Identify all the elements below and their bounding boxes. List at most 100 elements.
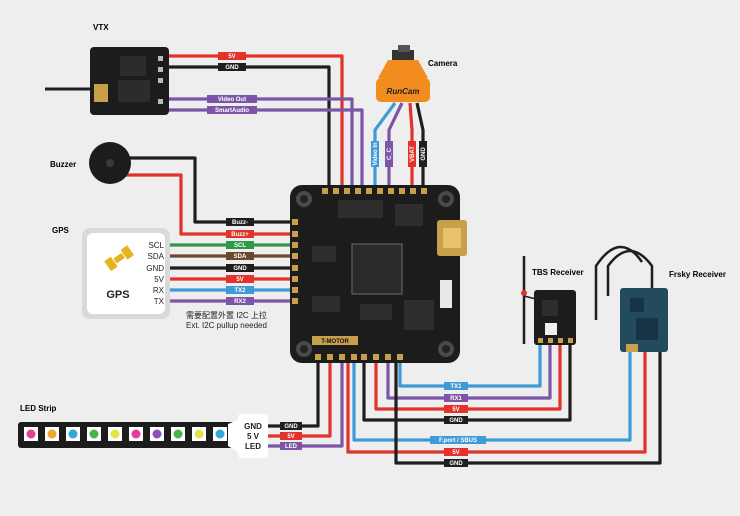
tag-frsky-5v: 5V	[444, 448, 468, 456]
baro-chip	[395, 204, 423, 226]
led-light	[173, 429, 183, 439]
svg-text:GND: GND	[233, 266, 247, 272]
svg-text:5V: 5V	[287, 434, 294, 440]
wire-buzz-pos	[118, 173, 290, 236]
fc-brand: T-MOTOR	[321, 339, 349, 345]
tag-buzz-pos: Buzz+	[226, 230, 254, 238]
svg-text:Buzz+: Buzz+	[231, 232, 249, 238]
wire-tbs-tx1	[398, 345, 542, 388]
buzzer-module	[89, 142, 131, 184]
svg-text:SCL: SCL	[234, 243, 246, 249]
tag-scl: SCL	[226, 241, 254, 249]
tag-cam-vbat: VBAT	[408, 141, 416, 167]
svg-text:VBAT: VBAT	[410, 146, 416, 162]
tag-buzz-neg: Buzz-	[226, 218, 254, 226]
gps-pin-gnd: GND	[146, 264, 164, 273]
tag-vtx-gnd: GND	[218, 63, 246, 71]
gps-label: GPS	[52, 226, 70, 235]
tag-tbs-gnd: GND	[444, 416, 468, 424]
wire-frsky-5v	[346, 352, 647, 454]
led-strip: GND 5 V LED	[18, 414, 268, 458]
usb-port	[437, 220, 467, 256]
led-light	[47, 429, 57, 439]
led-light	[152, 429, 162, 439]
buzzer-label: Buzzer	[50, 160, 76, 169]
satellite-icon	[104, 245, 135, 272]
svg-text:5V: 5V	[236, 277, 243, 283]
gps-module: GPS SCL SDA GND 5V RX TX	[82, 228, 170, 319]
gps-pin-tx: TX	[154, 297, 165, 306]
gps-pin-scl: SCL	[148, 241, 164, 250]
led-light	[131, 429, 141, 439]
wire-tbs-rx1	[386, 345, 552, 400]
tag-cam-video: Video In	[371, 141, 379, 167]
osd-chip	[338, 200, 383, 218]
led-light	[194, 429, 204, 439]
fc-top-pads	[322, 188, 427, 194]
svg-text:GND: GND	[449, 418, 463, 424]
gps-note-en: Ext. I2C pullup needed	[186, 321, 267, 330]
tag-rx2: RX2	[226, 297, 254, 305]
tag-vtx-smartaudio: SmartAudio	[207, 106, 257, 114]
gps-pin-rx: RX	[153, 286, 165, 295]
gps-note-zh: 需要配置外置 I2C 上拉	[186, 310, 267, 320]
frsky-receiver-module	[594, 245, 668, 352]
fc-side-pads	[292, 219, 298, 304]
svg-text:TX1: TX1	[450, 384, 462, 390]
svg-text:Video In: Video In	[373, 142, 379, 166]
wire-buzz-neg	[118, 156, 290, 224]
led-light	[68, 429, 78, 439]
gps-logo: GPS	[106, 289, 129, 301]
tag-gnd: GND	[226, 264, 254, 272]
fc-brand-plate	[312, 336, 358, 345]
wire-tags: 5V GND Video Out SmartAudio Video In C_C…	[207, 52, 486, 467]
led-pin-5v: 5 V	[247, 432, 260, 441]
tag-cam-cc: C_C	[385, 141, 393, 167]
frsky-antenna	[606, 249, 654, 296]
tag-frsky-sbus: F.port / SBUS	[430, 436, 486, 444]
connector-socket	[440, 280, 452, 308]
fc-bottom-pads	[315, 354, 403, 360]
vtx-module	[45, 47, 169, 115]
wire-vtx-smartaudio	[168, 108, 364, 185]
led-strip-label: LED Strip	[20, 404, 57, 413]
svg-text:RX2: RX2	[234, 299, 246, 305]
tag-vtx-5v: 5V	[218, 52, 246, 60]
tbs-receiver-module	[521, 256, 576, 345]
led-light	[215, 429, 225, 439]
svg-text:RX1: RX1	[450, 396, 462, 402]
svg-text:5V: 5V	[452, 450, 459, 456]
camera-module: RunCam	[376, 45, 430, 102]
svg-text:Buzz-: Buzz-	[232, 220, 248, 226]
tag-tbs-5v: 5V	[444, 405, 468, 413]
tag-led-data: LED	[280, 442, 302, 450]
led-light	[26, 429, 36, 439]
led-light	[110, 429, 120, 439]
camera-label: Camera	[428, 59, 458, 68]
vtx-connector	[94, 84, 108, 102]
mcu-chip	[351, 243, 403, 295]
svg-text:GND: GND	[225, 65, 239, 71]
tag-cam-gnd: GND	[419, 141, 427, 167]
gps-pin-5v: 5V	[154, 275, 164, 284]
tag-led-5v: 5V	[280, 432, 302, 440]
vtx-label: VTX	[93, 23, 109, 32]
svg-text:SDA: SDA	[234, 254, 247, 260]
flight-controller: T-MOTOR	[290, 185, 467, 363]
svg-text:C_C: C_C	[387, 147, 393, 160]
svg-text:LED: LED	[285, 444, 298, 450]
svg-text:TX2: TX2	[234, 288, 246, 294]
led-pin-gnd: GND	[244, 422, 262, 431]
tag-led-gnd: GND	[280, 422, 302, 430]
tag-tx2: TX2	[226, 286, 254, 294]
tag-tbs-tx1: TX1	[444, 382, 468, 390]
led-pin-data: LED	[245, 442, 261, 451]
frsky-label: Frsky Receiver	[669, 270, 726, 279]
tag-5v: 5V	[226, 275, 254, 283]
tag-tbs-rx1: RX1	[444, 394, 468, 402]
wire-led-gnd	[268, 362, 320, 428]
wire-vtx-gnd	[168, 65, 331, 185]
svg-text:GND: GND	[449, 461, 463, 467]
svg-text:F.port / SBUS: F.port / SBUS	[439, 438, 477, 444]
